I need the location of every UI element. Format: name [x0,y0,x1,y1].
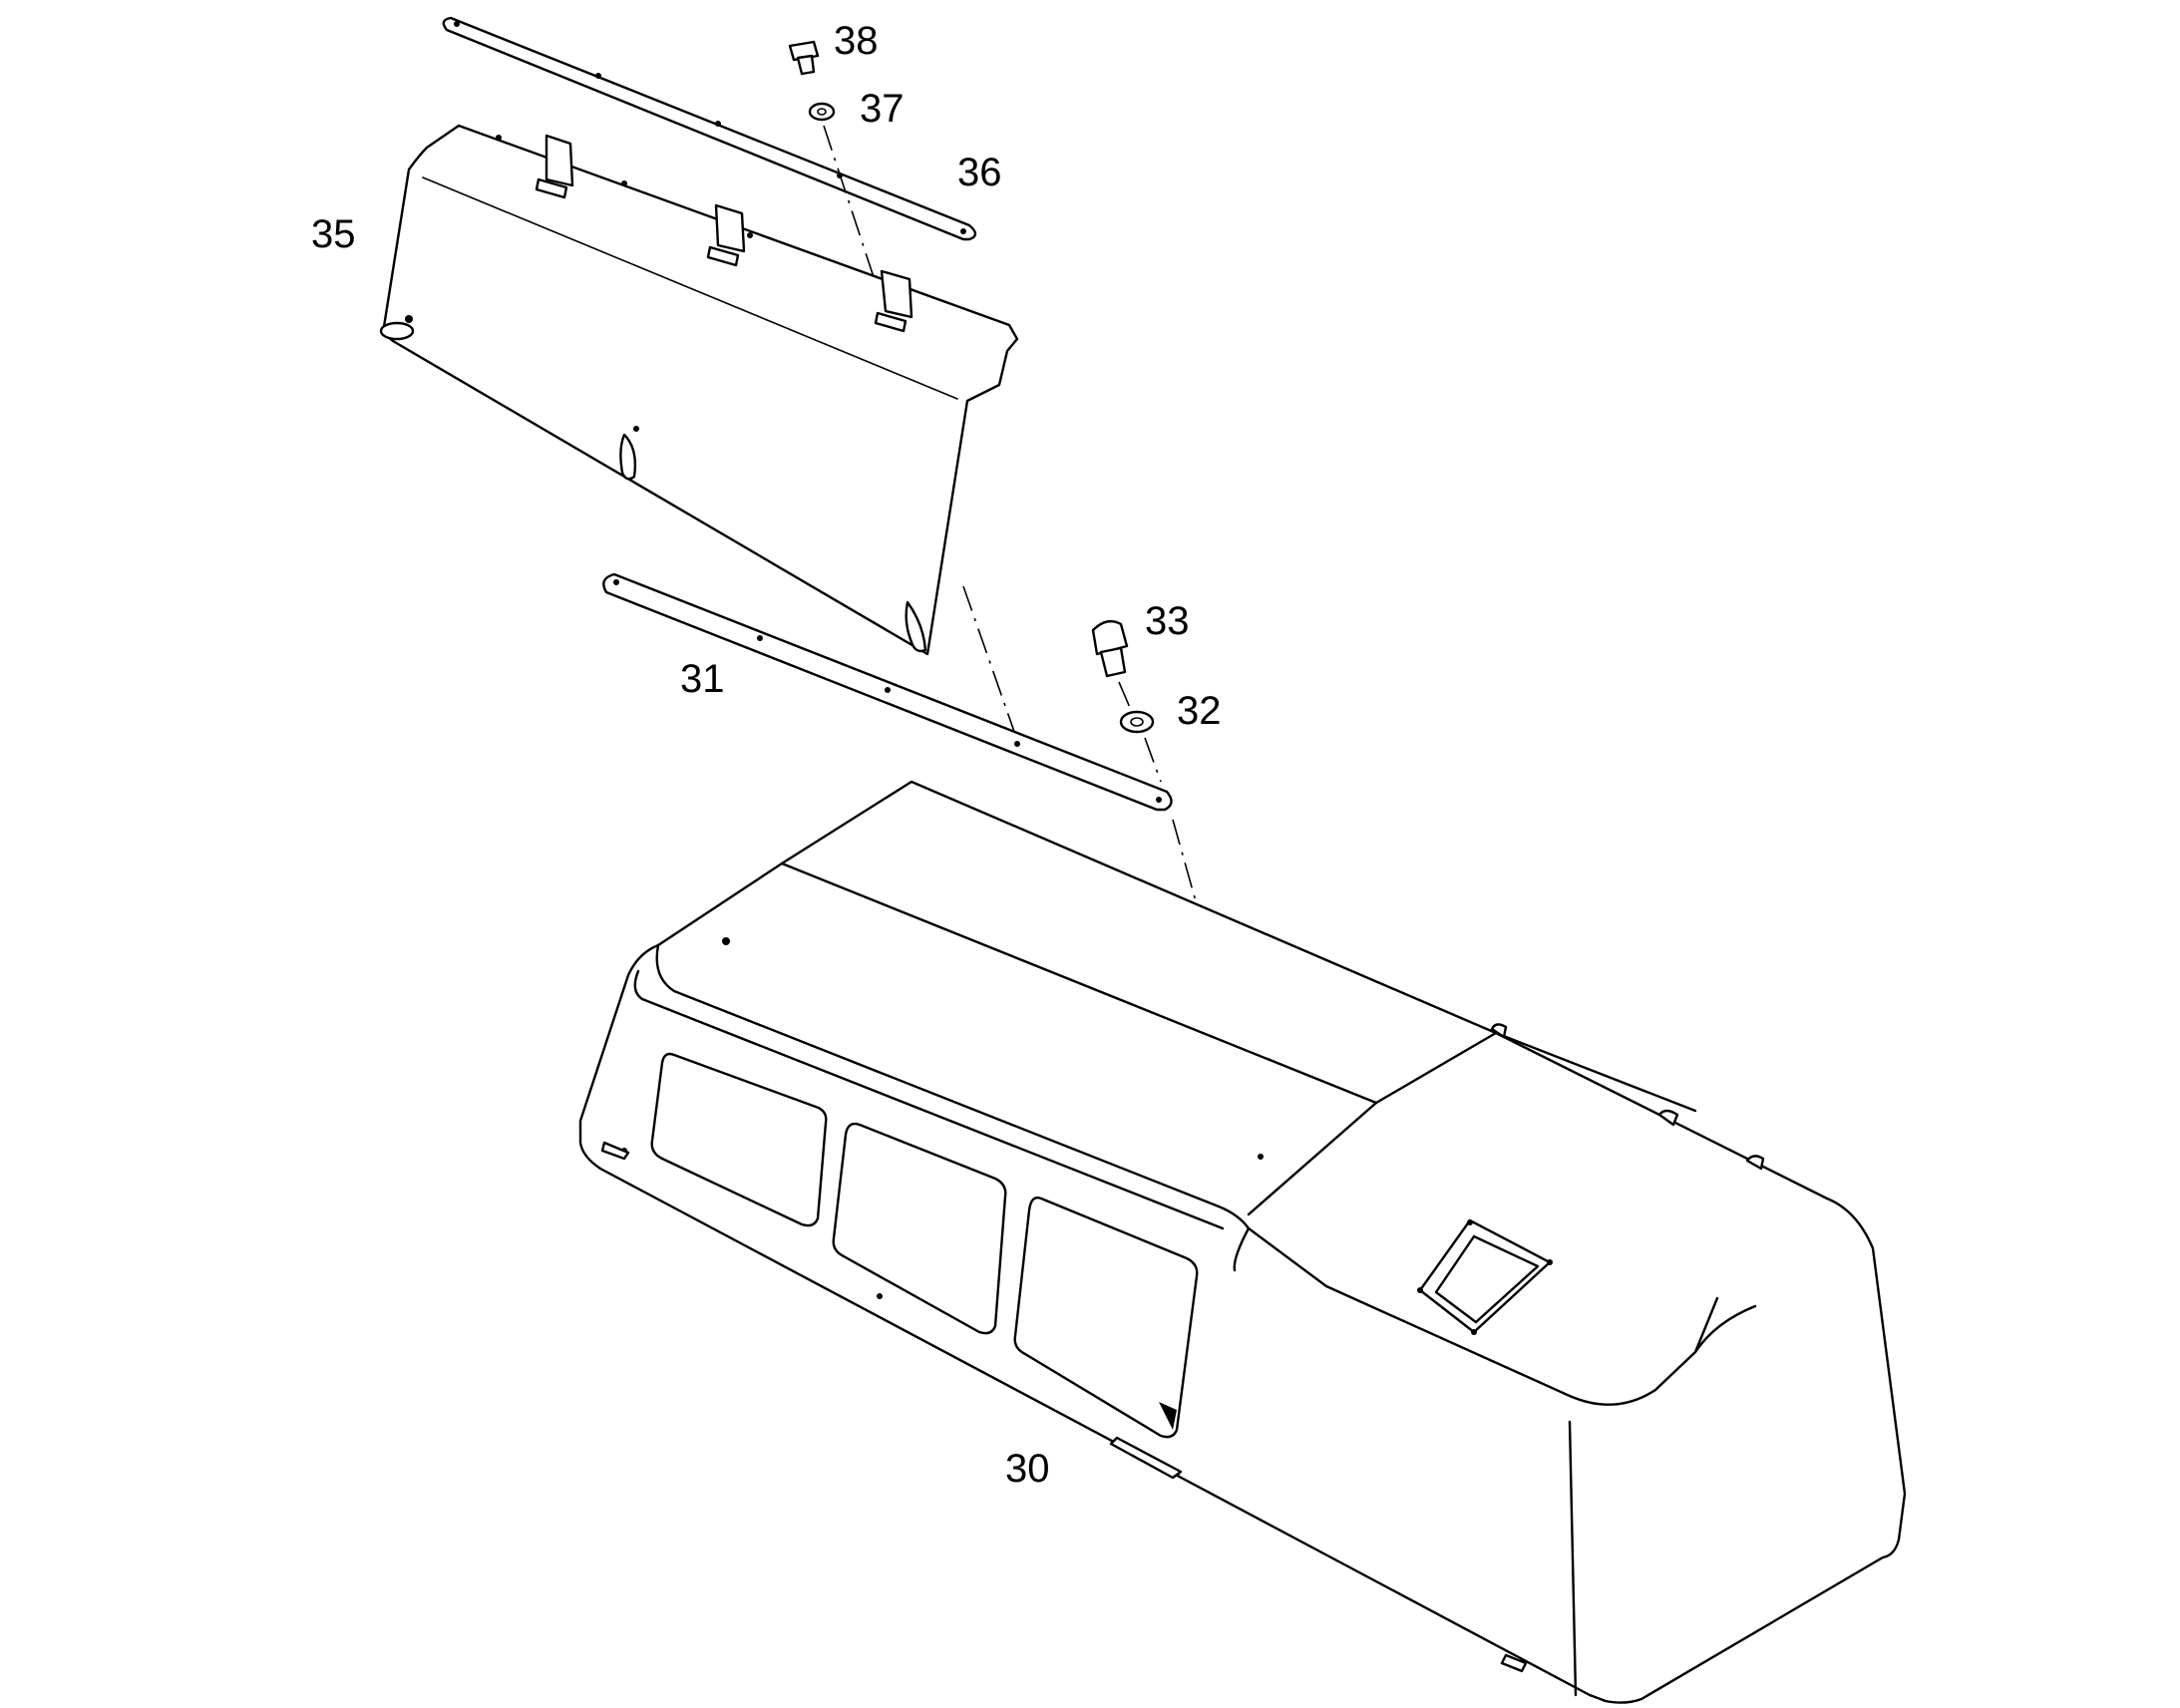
part-31-lower-strap[interactable] [602,572,1173,812]
part-35-panel[interactable] [379,124,1019,656]
callout-37: 37 [860,87,905,131]
cab-window-3 [1013,1196,1199,1439]
part-37-washer[interactable] [808,102,836,122]
part-32-washer[interactable] [1119,710,1155,734]
panel-latch [905,600,927,653]
callout-32: 32 [1177,689,1222,733]
panel-clip [535,134,574,199]
panel-latch [379,315,415,341]
panel-latch [619,426,639,481]
centerline-33-to-32 [1118,681,1132,711]
callout-31: 31 [680,657,725,701]
panel-clip [874,269,913,333]
panel-clip [706,203,746,267]
part-33-bolt[interactable] [1091,619,1129,678]
centerline-31-to-30 [1172,819,1270,1162]
window-warning-mark [1159,1402,1177,1430]
part-30-cab-cover[interactable] [578,780,1907,1704]
callout-36: 36 [957,151,1002,194]
cab-window-1 [650,1052,828,1227]
centerline-35-to-31 [962,585,1020,747]
callout-33: 33 [1145,599,1190,643]
centerline-32-to-31 [1144,737,1162,783]
callout-38: 38 [834,19,879,63]
callout-30: 30 [1005,1447,1050,1491]
callout-35: 35 [311,212,356,256]
cab-rear-hatch-plate [1417,1218,1553,1335]
centerline-38-to-35 [823,125,879,290]
cab-window-2 [832,1122,1007,1335]
part-38-bolt[interactable] [788,40,820,76]
